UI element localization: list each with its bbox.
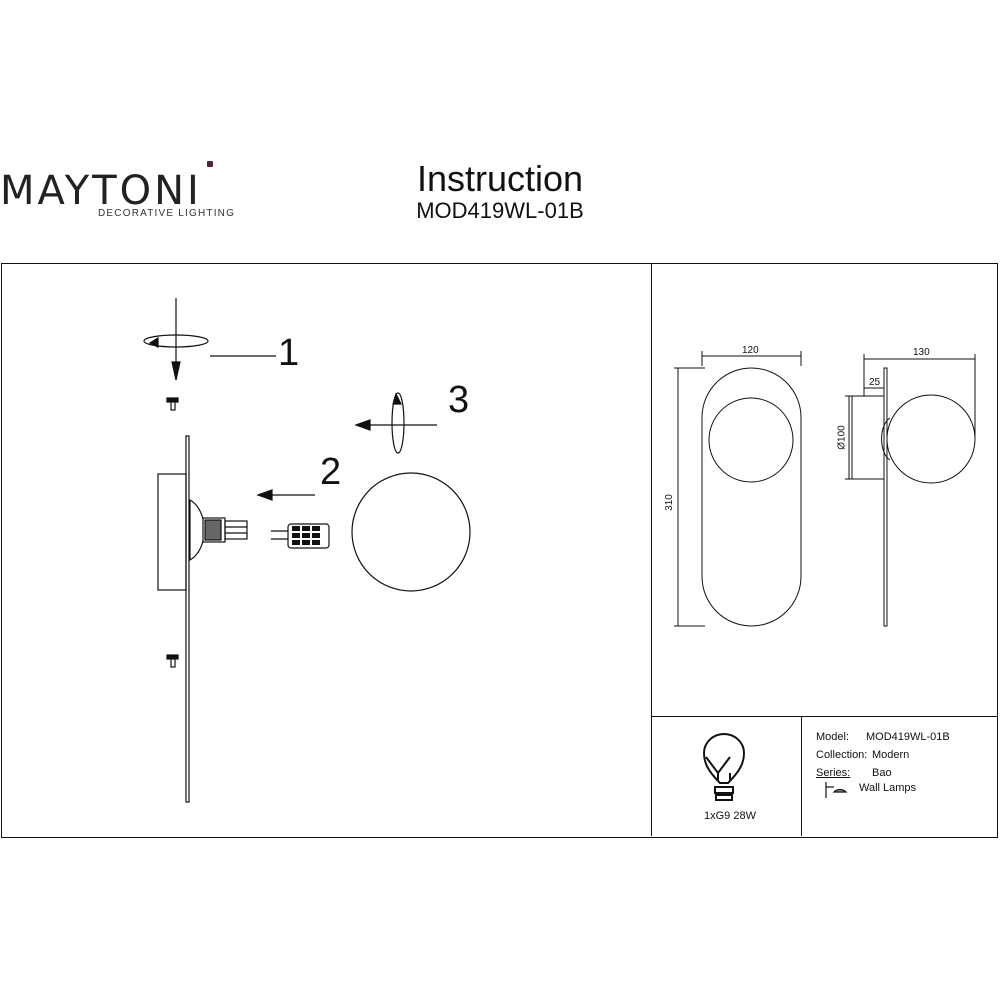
dim-shade-diameter: Ø100 bbox=[836, 425, 848, 450]
spec-divider-vertical bbox=[801, 716, 802, 836]
wall-lamp-icon bbox=[825, 782, 848, 798]
rotate-cw-icon bbox=[143, 298, 209, 381]
spec-model-label: Model: bbox=[816, 731, 850, 743]
side-view-shade bbox=[886, 394, 976, 484]
page-title: Instruction bbox=[416, 158, 584, 199]
brand-accent-dot bbox=[207, 161, 213, 167]
step-number-2: 2 bbox=[320, 451, 342, 493]
rotate-icon bbox=[391, 392, 405, 454]
frame-divider-vertical bbox=[651, 264, 652, 836]
spec-collection-value: Modern bbox=[872, 749, 910, 761]
dim-side-depth: 25 bbox=[869, 377, 881, 388]
bulb-spec: 1xG9 28W bbox=[704, 810, 756, 822]
dim-side-width: 130 bbox=[913, 347, 930, 358]
spec-model-value: MOD419WL-01B bbox=[866, 731, 950, 743]
lightbulb-icon bbox=[702, 733, 746, 801]
instruction-frame bbox=[1, 263, 998, 838]
step-number-1: 1 bbox=[278, 332, 300, 374]
g9-bulb bbox=[271, 523, 330, 549]
screw-icon bbox=[166, 654, 179, 668]
glass-shade bbox=[351, 472, 471, 592]
dim-front-width: 120 bbox=[742, 345, 759, 356]
frame-divider-horizontal bbox=[651, 716, 997, 717]
spec-collection-label: Collection: bbox=[816, 749, 868, 761]
spec-type-value: Wall Lamps bbox=[859, 782, 917, 794]
brand-logo: MAYTONI DECORATIVE LIGHTING bbox=[0, 160, 234, 220]
dim-front-height: 310 bbox=[663, 494, 675, 511]
front-view-shade bbox=[708, 397, 794, 483]
front-view-plate bbox=[701, 367, 802, 627]
screw-icon bbox=[166, 397, 179, 411]
wall-plate bbox=[185, 435, 190, 803]
spec-series-value: Bao bbox=[872, 767, 892, 779]
side-view-plate bbox=[883, 367, 888, 627]
canopy-box bbox=[157, 473, 187, 591]
side-view-canopy bbox=[851, 395, 885, 480]
brand-name: MAYTONI bbox=[0, 168, 202, 214]
spec-series-label: Series: bbox=[816, 767, 851, 779]
model-code: MOD419WL-01B bbox=[416, 198, 584, 223]
brand-tagline: DECORATIVE LIGHTING bbox=[98, 208, 236, 219]
step-number-3: 3 bbox=[448, 379, 470, 421]
